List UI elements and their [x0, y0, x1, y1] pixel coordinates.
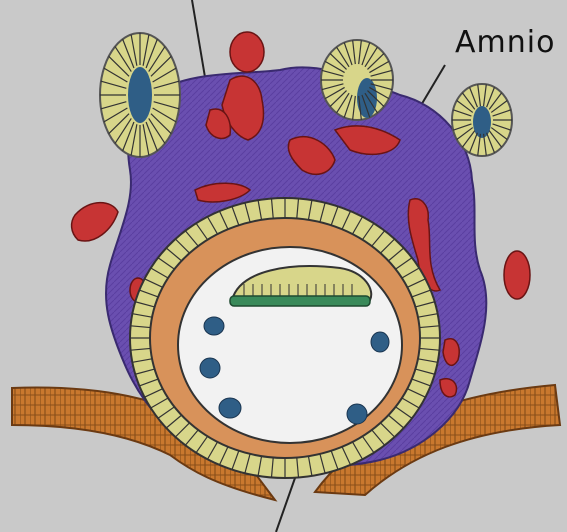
amnion-label: Amnio	[455, 25, 555, 60]
gland-right	[452, 84, 512, 156]
epiblast-layer	[230, 296, 370, 306]
gland-left	[100, 33, 180, 157]
gland-top-right	[321, 40, 393, 120]
